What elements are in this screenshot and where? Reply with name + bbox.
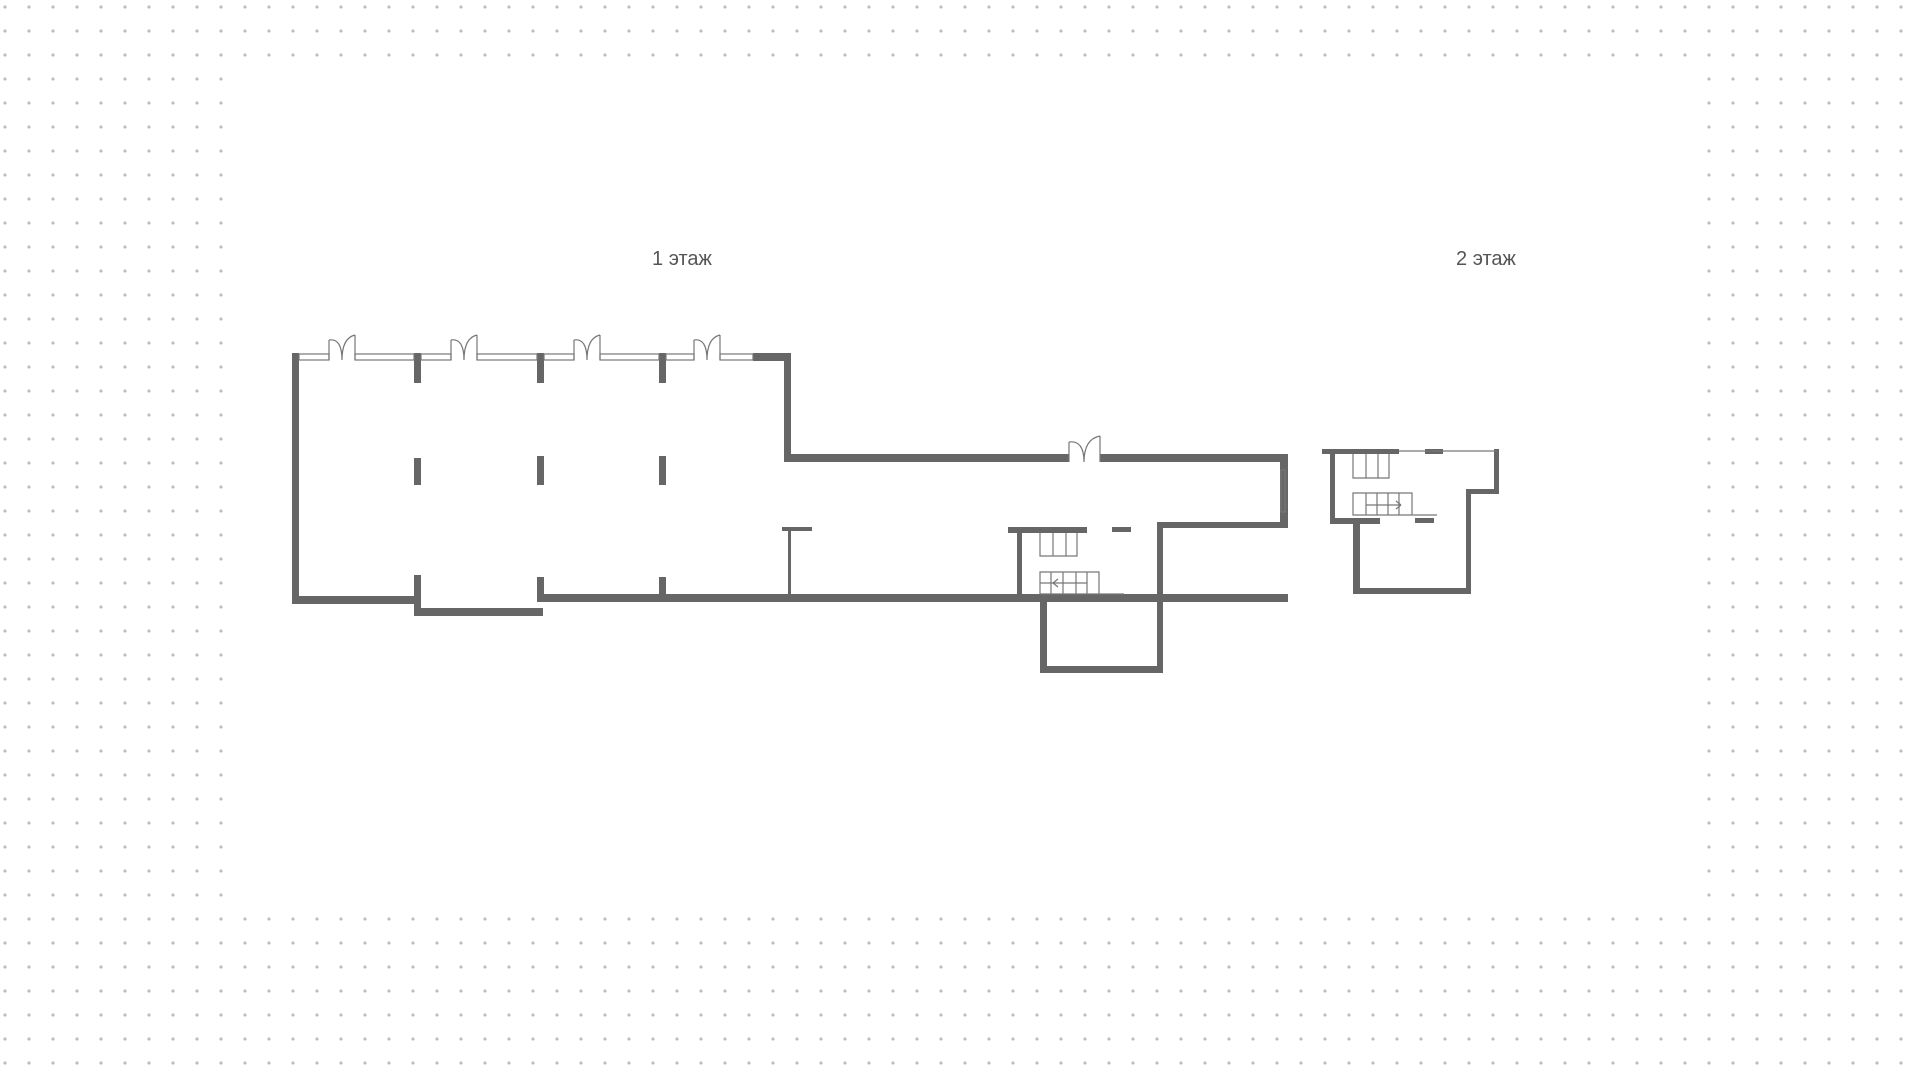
floor-1-plan (292, 353, 1288, 673)
floor-1-label: 1 этаж (652, 248, 712, 270)
floor-2-label: 2 этаж (1456, 248, 1516, 270)
floor-2-plan (1322, 449, 1499, 594)
dot-grid-top (0, 0, 1920, 67)
dot-grid-bottom (0, 907, 1920, 1078)
dot-grid-left (0, 0, 232, 1078)
floor-2-stairs (1352, 450, 1497, 516)
floor-1-windows-doors (298, 334, 1286, 595)
dot-grid-right (1688, 0, 1920, 1078)
